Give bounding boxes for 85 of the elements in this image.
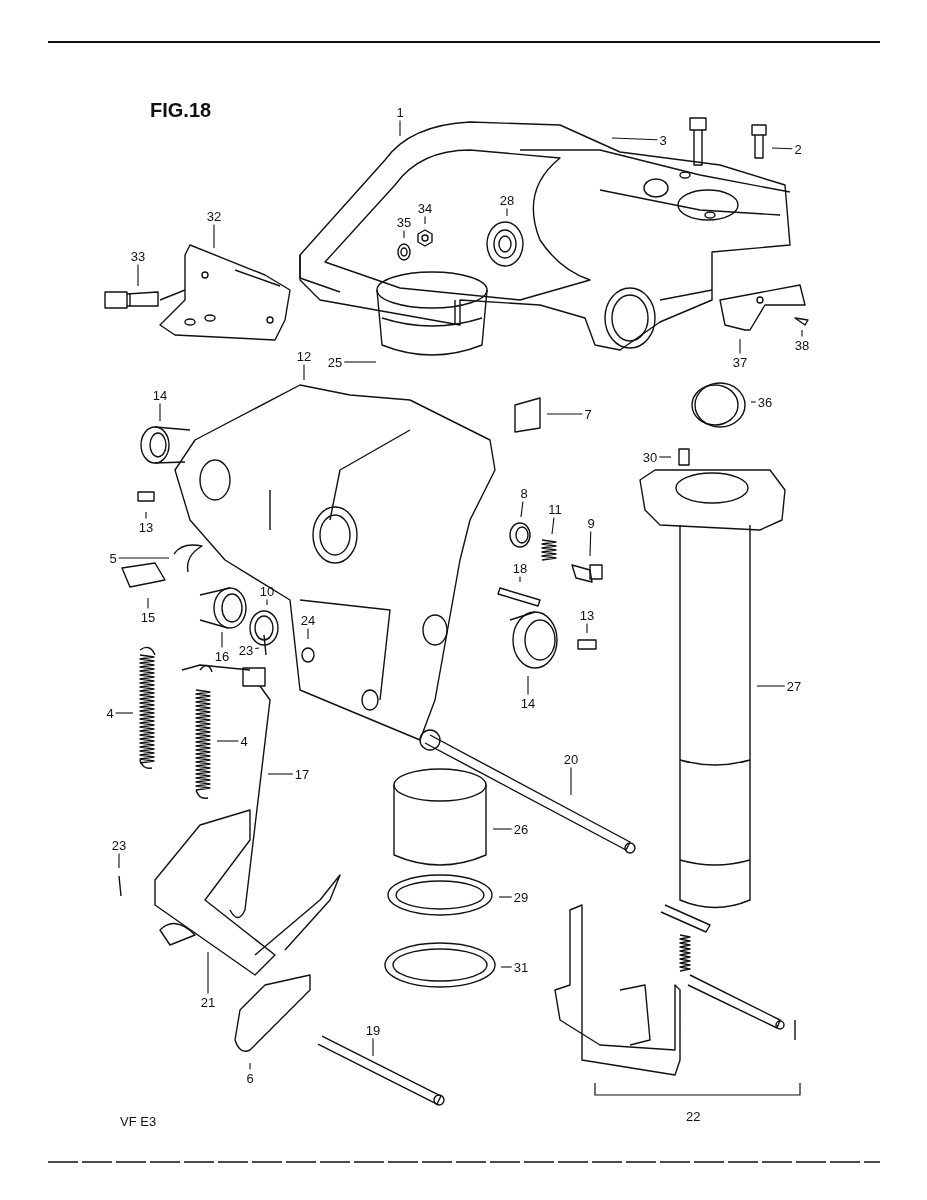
callout-number: 31 (512, 959, 530, 975)
callout-number: 33 (129, 248, 147, 264)
callout-number: 5 (108, 550, 118, 566)
leader-line (520, 500, 524, 518)
callout-number: 29 (512, 889, 530, 905)
leader-line (403, 229, 405, 239)
callout-number: 27 (785, 678, 803, 694)
callout-number: 1 (395, 104, 405, 120)
leader-line (118, 557, 170, 559)
leader-line (145, 511, 147, 520)
callout-number: 34 (416, 200, 434, 216)
callout-number: 20 (562, 751, 580, 767)
leader-line (303, 363, 305, 381)
callout-number: 13 (578, 607, 596, 623)
callout-number: 14 (519, 695, 537, 711)
callout-number: 6 (245, 1070, 255, 1086)
callout-number: 4 (239, 733, 249, 749)
callout-number: 17 (293, 766, 311, 782)
drawing-code: VF E3 (120, 1115, 157, 1128)
leader-line (307, 627, 309, 640)
leader-line (399, 119, 401, 137)
callout-number: 21 (199, 994, 217, 1010)
callout-number: 23 (110, 837, 128, 853)
leader-line (546, 413, 583, 415)
leader-line (570, 766, 572, 796)
callout-number: 13 (137, 519, 155, 535)
leader-line (498, 896, 513, 898)
leader-line (213, 223, 215, 249)
callout-number: 10 (258, 583, 276, 599)
leader-line (801, 329, 803, 338)
leader-line (771, 147, 793, 150)
callout-number: 12 (295, 348, 313, 364)
callout-number: 30 (641, 449, 659, 465)
callout-number: 7 (583, 406, 593, 422)
leader-line (519, 575, 521, 583)
leader-line (506, 207, 508, 217)
callout-number: 38 (793, 337, 811, 353)
leader-line (267, 773, 294, 775)
leader-line (254, 647, 260, 650)
callout-number: 2 (793, 141, 803, 157)
figure-title: FIG.18 (150, 100, 212, 120)
leader-line (216, 740, 239, 742)
callout-number: 24 (299, 612, 317, 628)
leader-line (115, 712, 134, 714)
callout-number: 8 (519, 485, 529, 501)
leader-line (266, 598, 268, 606)
leader-line (586, 622, 588, 634)
leader-line (207, 951, 209, 995)
callout-number: 18 (511, 560, 529, 576)
callout-number: 22 (686, 1110, 701, 1123)
leader-line (750, 401, 757, 403)
leader-line (500, 966, 513, 968)
callout-number: 9 (586, 515, 596, 531)
callout-number: 37 (731, 354, 749, 370)
leader-line (756, 685, 786, 687)
callout-number: 35 (395, 214, 413, 230)
callout-number: 28 (498, 192, 516, 208)
leader-line (159, 402, 161, 422)
leader-line (611, 137, 658, 141)
callout-number: 26 (512, 821, 530, 837)
callout-number: 25 (326, 354, 344, 370)
leader-line (147, 597, 149, 610)
leader-line (343, 361, 377, 363)
callout-number: 32 (205, 208, 223, 224)
callout-number: 16 (213, 648, 231, 664)
leader-line (589, 530, 592, 557)
callout-number: 36 (756, 394, 774, 410)
leader-line (118, 852, 120, 869)
leader-line (527, 675, 529, 696)
callout-number: 3 (658, 132, 668, 148)
leader-line (739, 338, 741, 355)
leader-line (424, 215, 426, 225)
leader-line (137, 263, 139, 287)
leader-line (551, 516, 555, 535)
callout-number: 23 (237, 642, 255, 658)
leader-line (249, 1062, 251, 1071)
callout-number: 15 (139, 609, 157, 625)
callout-number: 11 (547, 501, 563, 517)
callout-number: 14 (151, 387, 169, 403)
leader-line (658, 456, 672, 458)
leader-line (372, 1037, 374, 1057)
callout-number: 4 (105, 705, 115, 721)
leader-line (492, 828, 513, 830)
leader-line (221, 631, 223, 649)
callout-number: 19 (364, 1022, 382, 1038)
